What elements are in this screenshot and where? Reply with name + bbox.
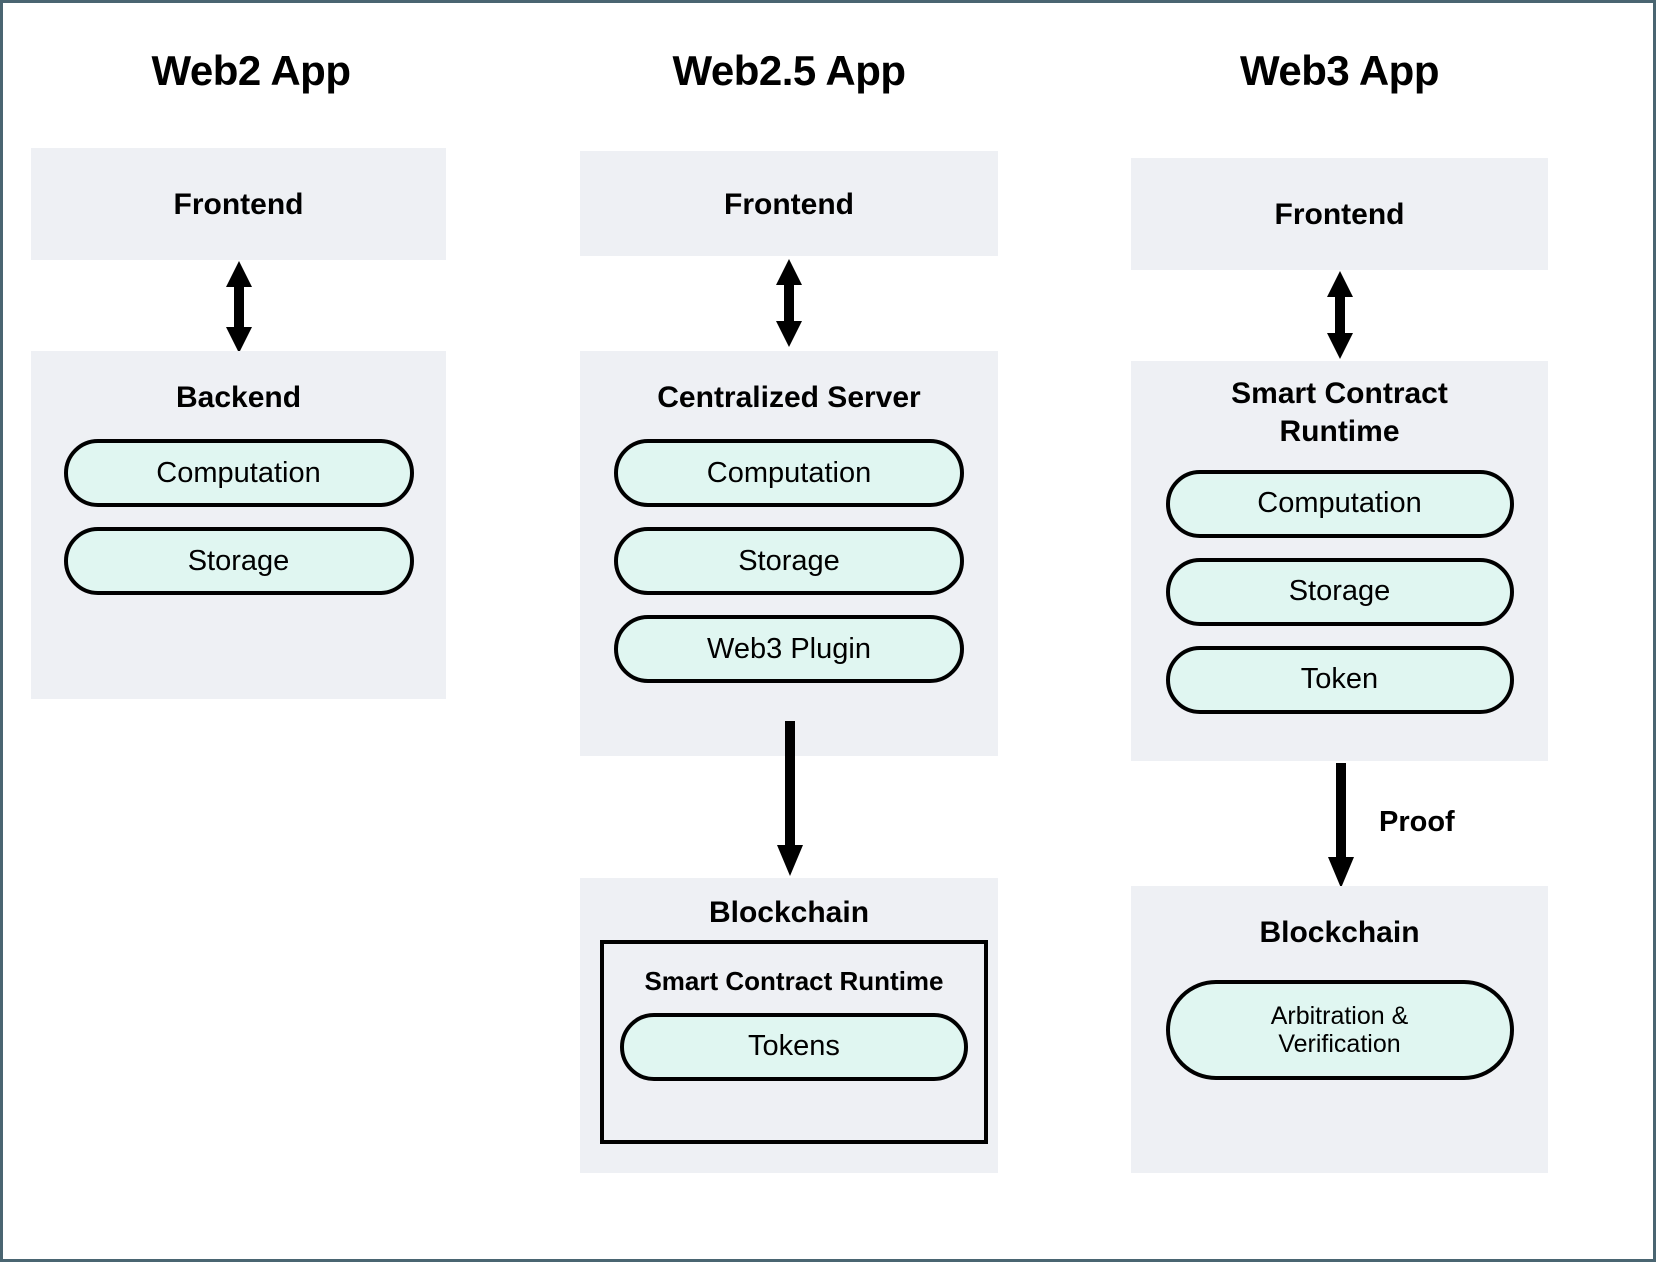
inner-block-smart-contract-runtime: Smart Contract Runtime Tokens [600,940,988,1144]
pill-tokens[interactable]: Tokens [620,1013,968,1081]
column-title-web3: Web3 App [1239,47,1440,94]
column-web2: Web2 App Frontend Backend Computation St… [31,3,471,1265]
connector-frontend-runtime-double-arrow [1325,271,1355,359]
block-title-blockchain: Blockchain [708,896,870,929]
connector-label-proof: Proof [1379,806,1455,838]
pill-computation[interactable]: Computation [1165,469,1514,538]
block-web3-smart-contract-runtime: Smart Contract Runtime Computation Stora… [1131,361,1548,761]
block-web2-frontend: Frontend [31,148,446,260]
block-title-backend: Backend [175,381,302,414]
pill-computation[interactable]: Computation [63,439,414,508]
block-web2-backend: Backend Computation Storage [31,351,446,699]
block-web25-blockchain: Blockchain Smart Contract Runtime Tokens [580,878,998,1173]
inner-block-title-smart-contract-runtime: Smart Contract Runtime [644,966,944,996]
pill-computation[interactable]: Computation [614,439,964,508]
block-title-centralized-server: Centralized Server [657,381,921,414]
pill-storage[interactable]: Storage [614,527,964,596]
pill-storage[interactable]: Storage [63,527,414,596]
block-title-line-2: Runtime [1279,415,1400,449]
column-title-web2: Web2 App [151,47,351,94]
block-title-line-1: Smart Contract [1231,377,1448,410]
block-title-blockchain: Blockchain [1259,916,1420,949]
pill-web3-plugin[interactable]: Web3 Plugin [614,615,964,684]
block-web3-blockchain: Blockchain Arbitration & Verification [1131,886,1548,1173]
block-title-smart-contract-runtime: Smart Contract Runtime [1131,361,1548,452]
column-web3: Web3 App Frontend Smart Contract Runtime… [1131,3,1548,1265]
pill-label-line-2: Verification [1278,1030,1401,1059]
pill-label-line-1: Arbitration & [1270,1001,1409,1030]
pill-arbitration-verification[interactable]: Arbitration & Verification [1165,980,1514,1081]
block-web25-frontend: Frontend [580,151,998,256]
connector-plugin-blockchain-down-arrow [776,721,804,876]
column-title-web25: Web2.5 App [672,47,906,94]
block-web25-centralized-server: Centralized Server Computation Storage W… [580,351,998,756]
block-title-frontend: Frontend [173,188,304,221]
pill-token[interactable]: Token [1165,645,1514,714]
block-web3-frontend: Frontend [1131,158,1548,270]
pill-storage[interactable]: Storage [1165,557,1514,626]
column-web25: Web2.5 App Frontend Centralized Server C… [580,3,998,1265]
connector-frontend-server-double-arrow [774,259,804,347]
block-title-frontend: Frontend [724,188,854,221]
connector-runtime-blockchain-down-arrow [1327,763,1355,888]
block-title-frontend: Frontend [1274,198,1405,231]
connector-frontend-backend-double-arrow [224,261,254,353]
